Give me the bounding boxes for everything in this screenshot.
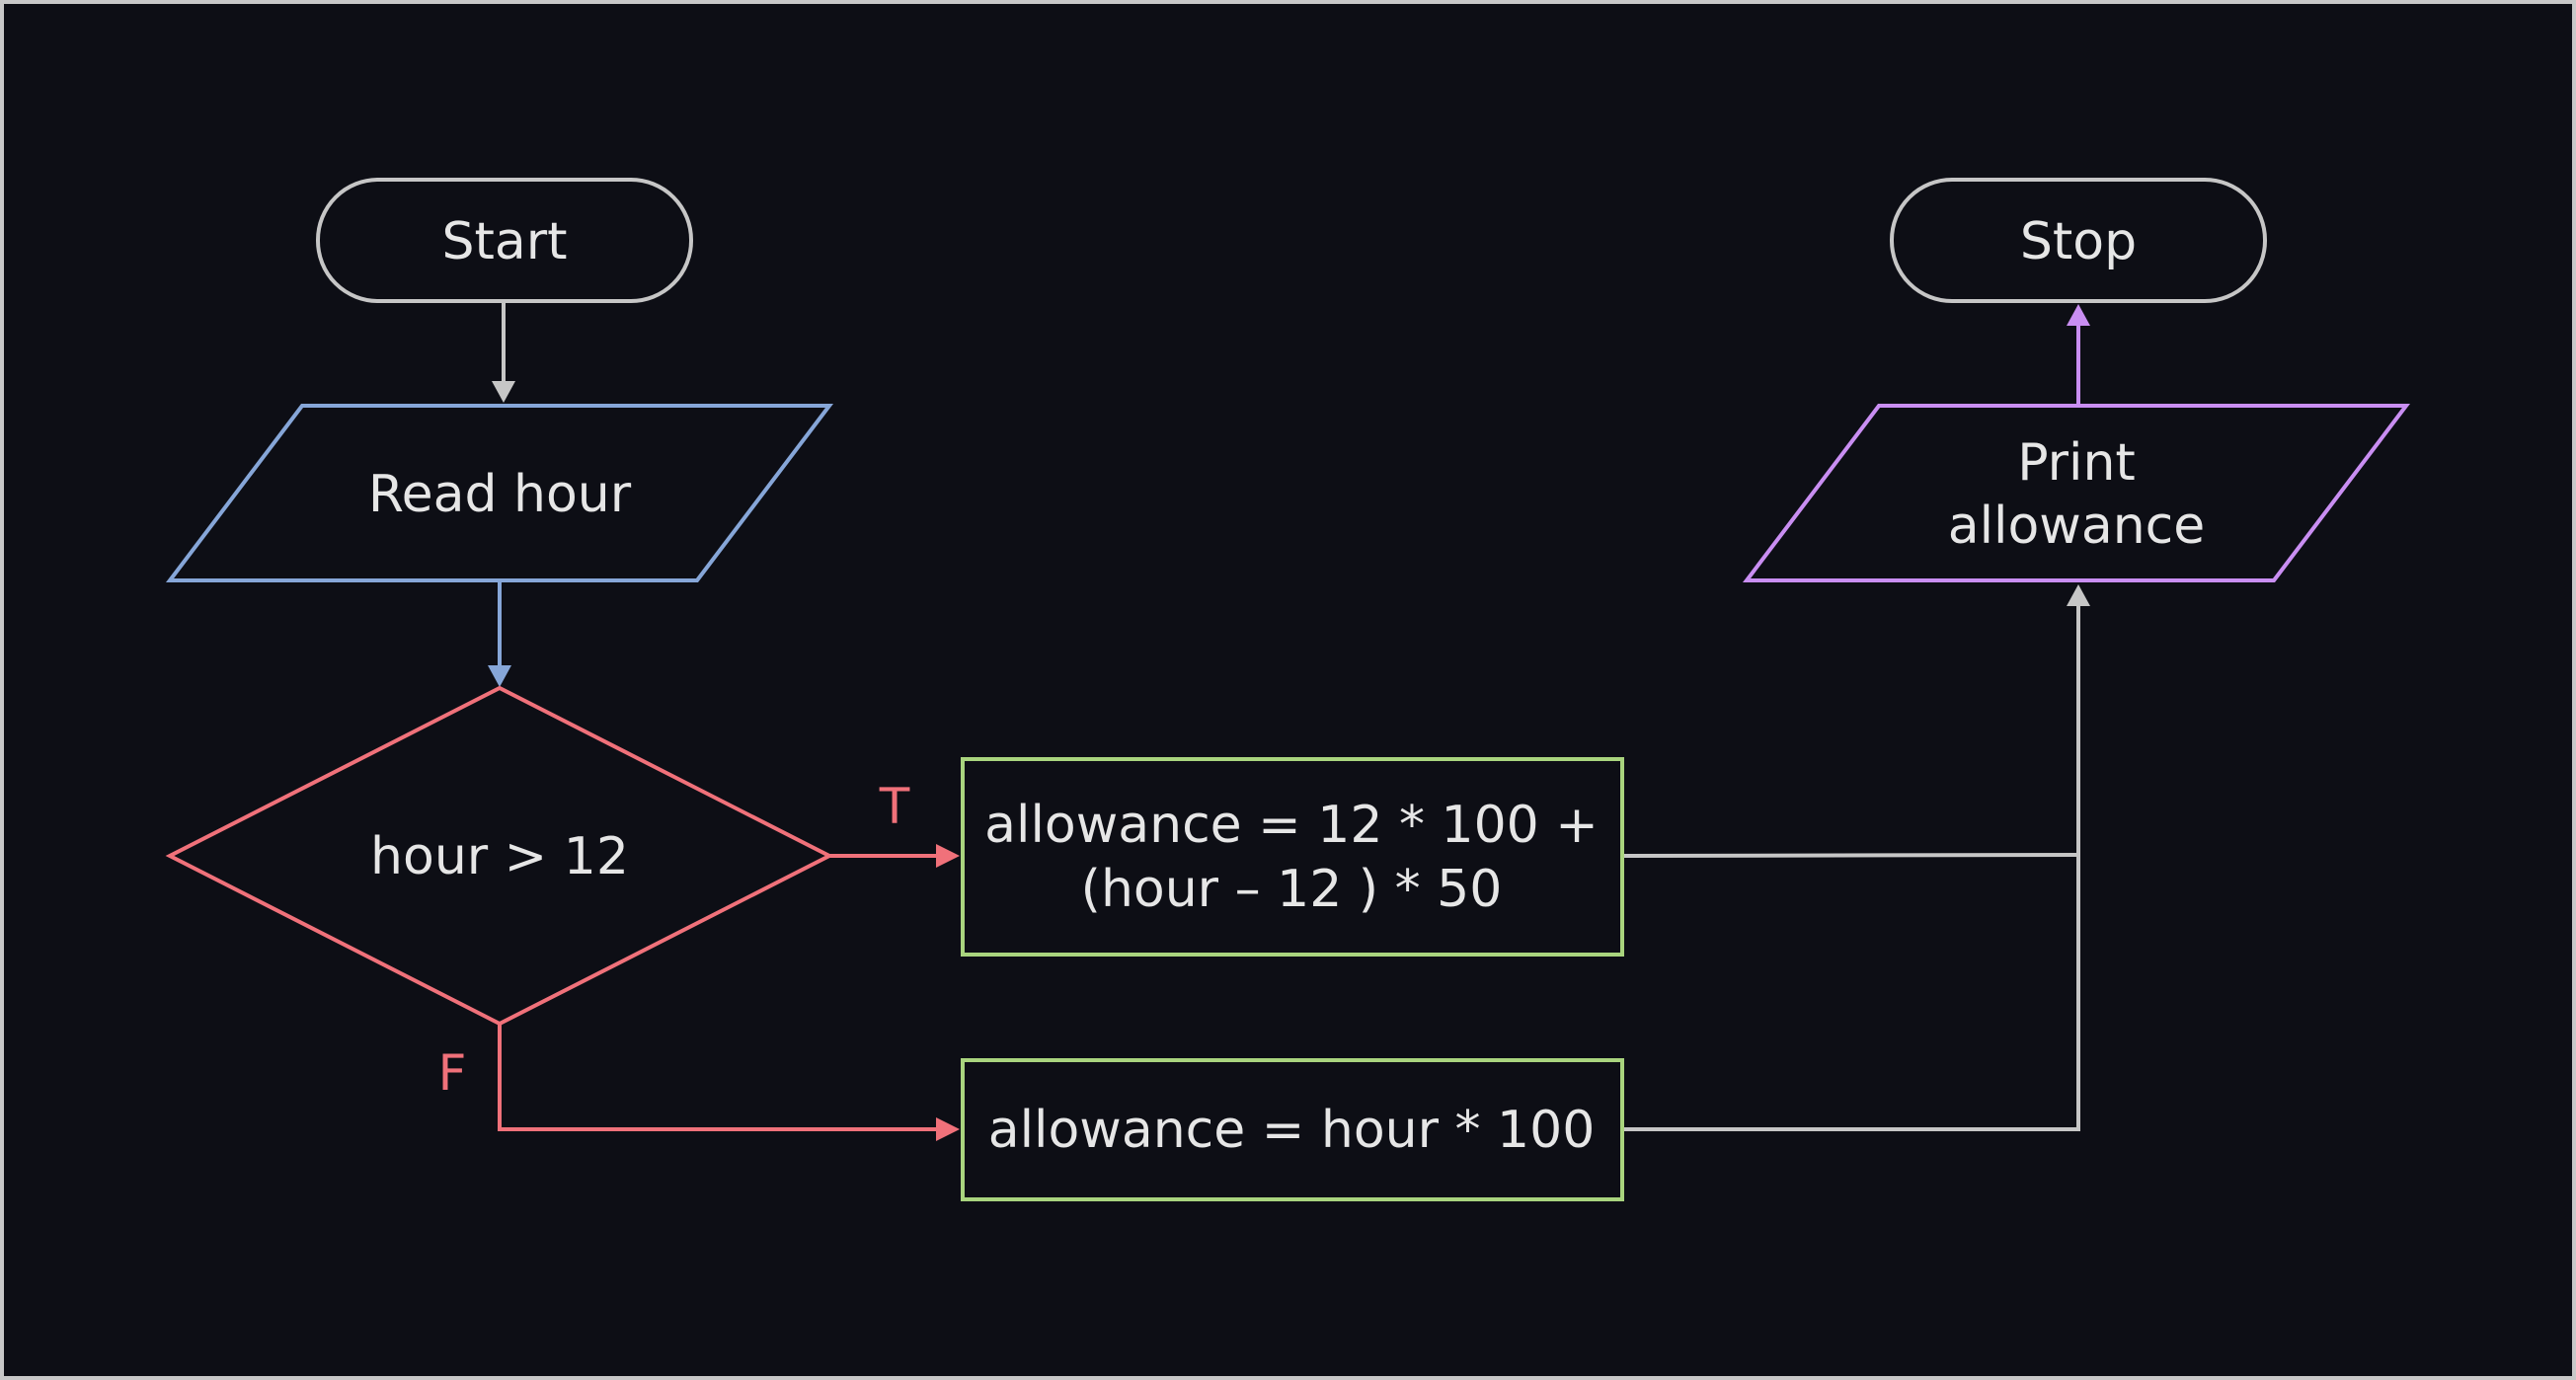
stop-node: Stop — [1890, 178, 2267, 303]
process-true-line2: (hour – 12 ) * 50 — [1081, 860, 1503, 919]
process-false-label: allowance = hour * 100 — [988, 1101, 1596, 1160]
process-true-line1: allowance = 12 * 100 + — [984, 796, 1599, 855]
stop-node-label: Stop — [2020, 212, 2137, 271]
false-label: F — [438, 1044, 467, 1102]
true-label: T — [879, 778, 910, 835]
print-node: Print allowance — [1742, 404, 2411, 582]
print-node-line2: allowance — [1948, 497, 2206, 556]
process-true-node: allowance = 12 * 100 + (hour – 12 ) * 50 — [961, 757, 1624, 957]
decision-node: hour > 12 — [165, 685, 834, 1027]
edge-print-to-stop — [2067, 304, 2090, 405]
read-hour-node: Read hour — [165, 404, 834, 582]
start-node-label: Start — [441, 212, 567, 271]
edge-false-branch — [498, 1024, 960, 1141]
start-node: Start — [316, 178, 693, 303]
edge-true-branch — [829, 844, 960, 868]
edge-true-to-print — [1621, 853, 2079, 858]
process-false-node: allowance = hour * 100 — [961, 1058, 1624, 1201]
edge-read-to-decision — [488, 580, 511, 687]
print-node-line1: Print — [2017, 433, 2136, 493]
read-hour-node-label: Read hour — [368, 465, 632, 524]
edge-start-to-read — [492, 301, 515, 403]
edge-false-to-print — [1622, 584, 2090, 1131]
decision-node-label: hour > 12 — [370, 827, 629, 886]
